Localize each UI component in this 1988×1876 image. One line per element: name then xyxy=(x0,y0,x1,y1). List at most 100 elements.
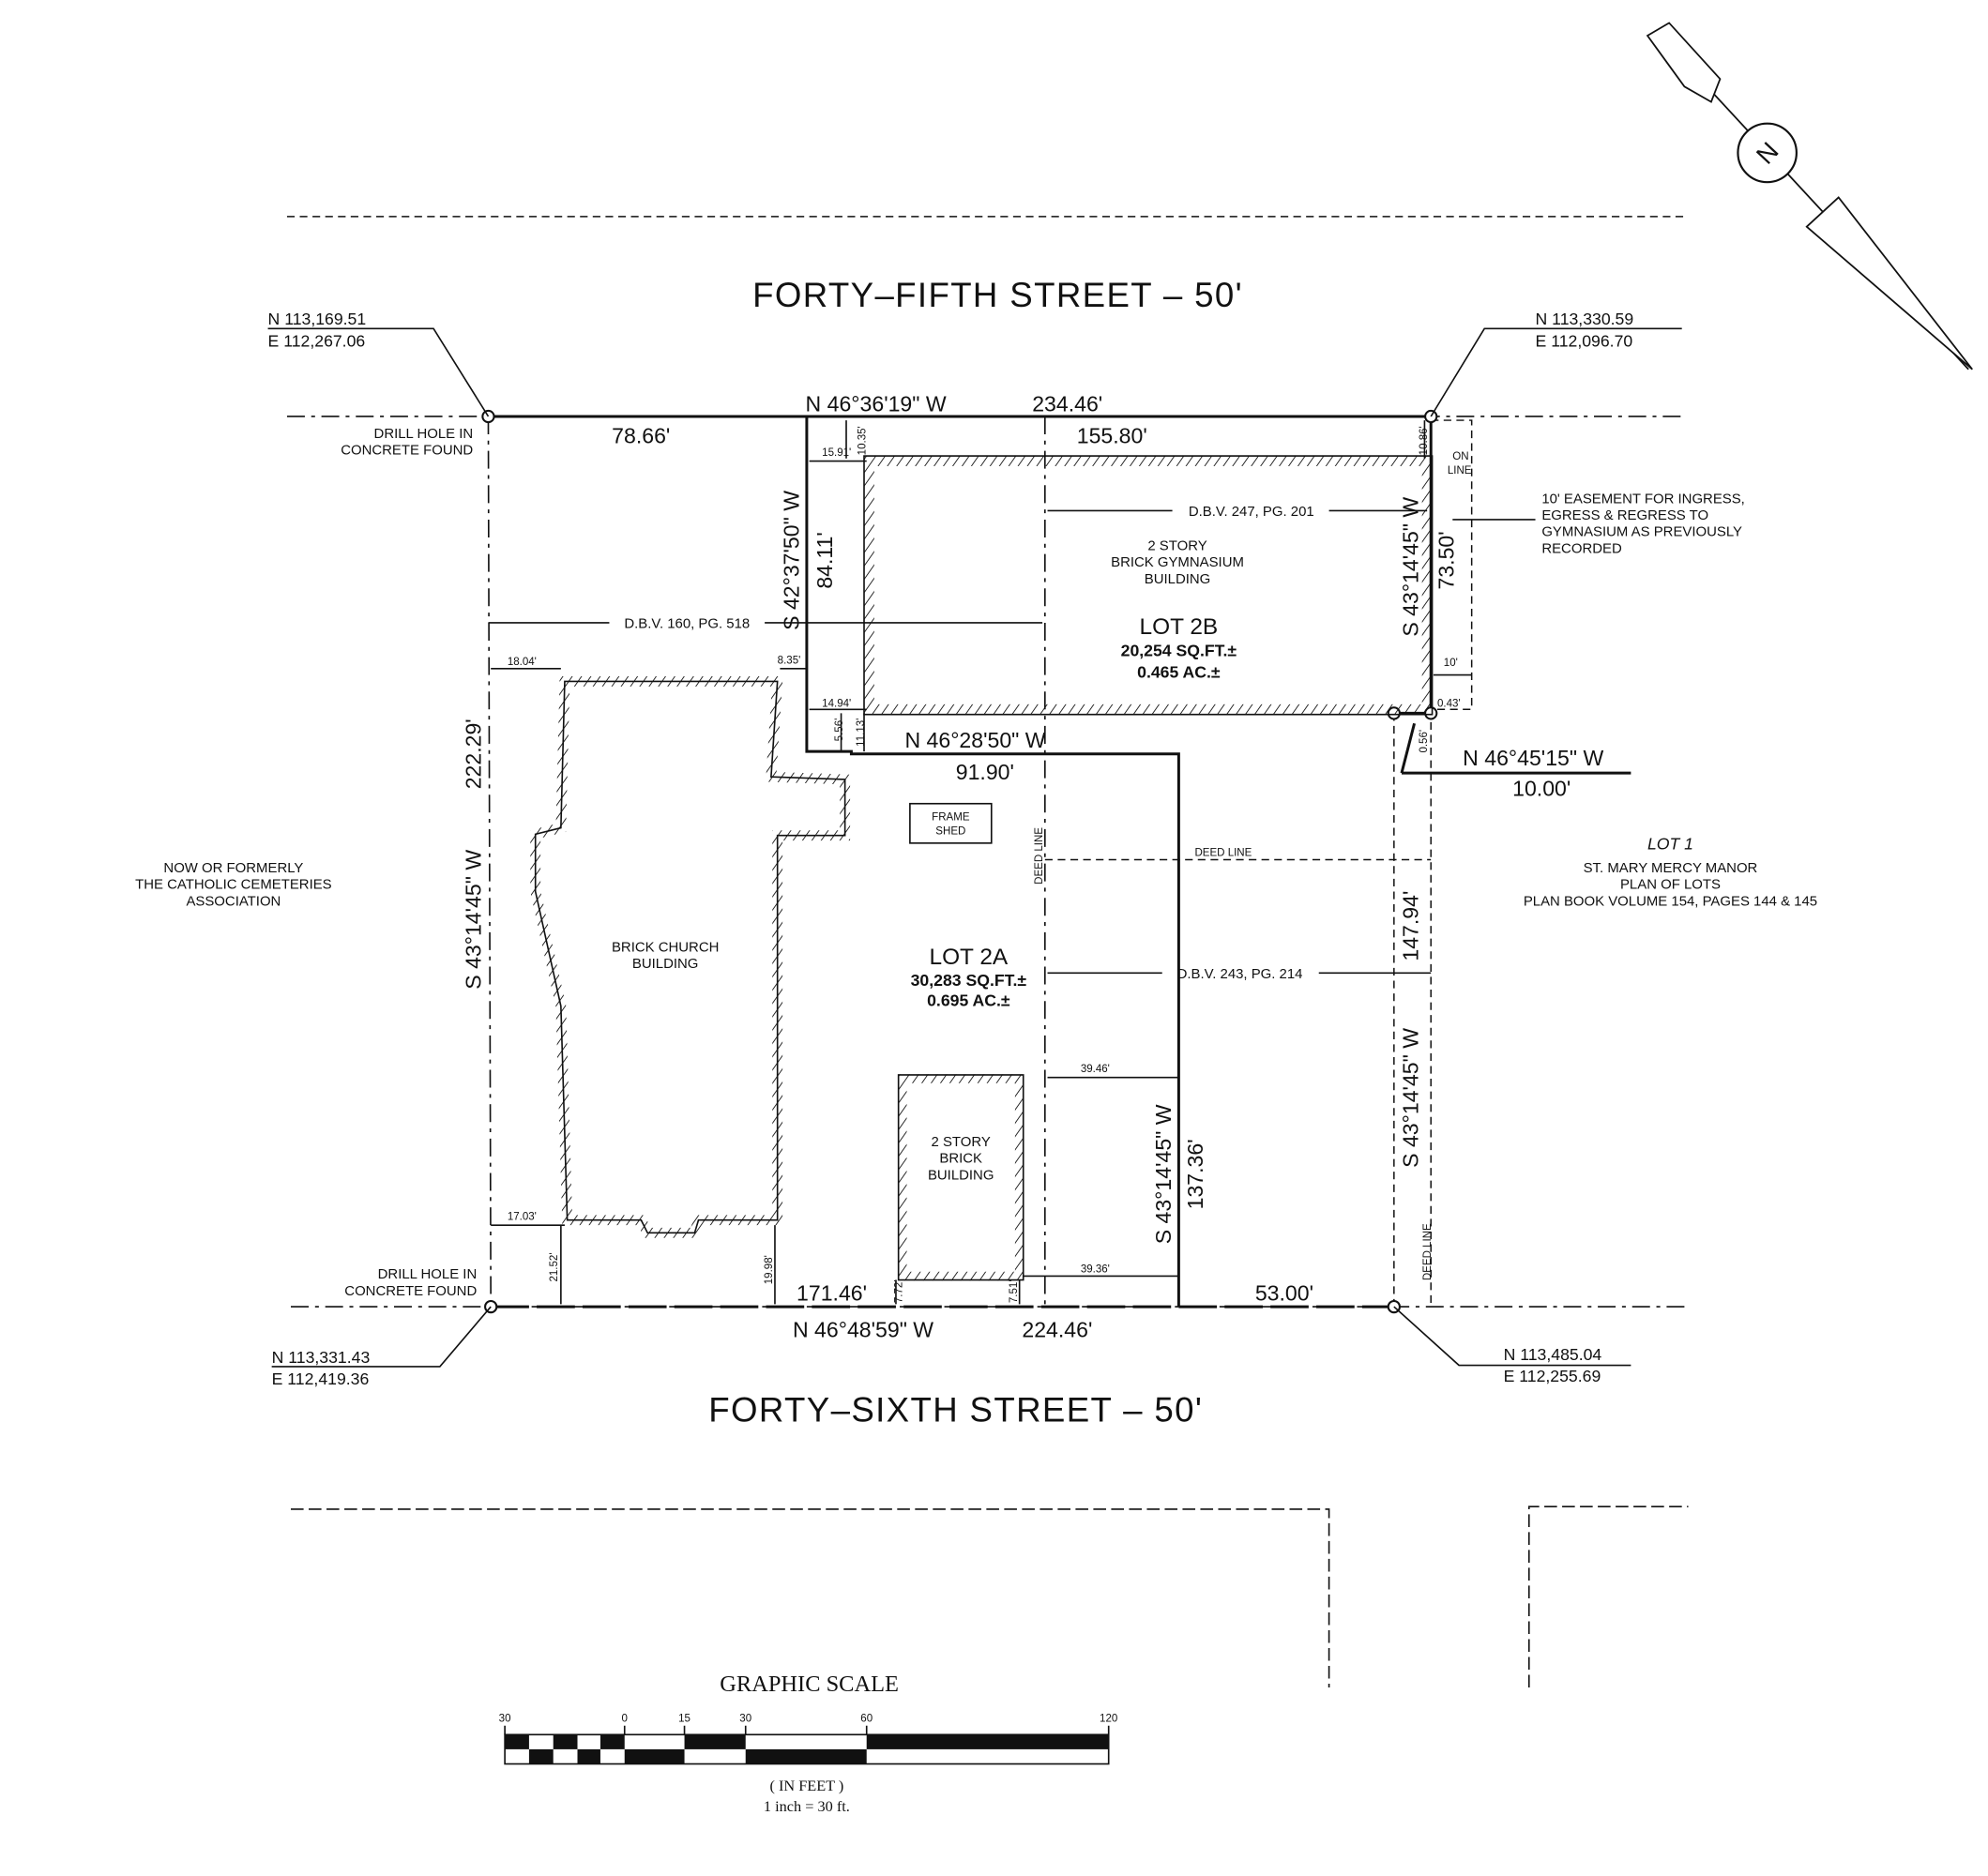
graphic-scale: GRAPHIC SCALE 30 0 15 30 60 120 ( IN FEE… xyxy=(499,1672,1118,1815)
street-line-lower xyxy=(291,1505,1689,1688)
bearing-lot2b-east: S 43°14'45" W xyxy=(1399,497,1423,637)
bearing-west: S 43°14'45" W xyxy=(461,850,485,990)
dim-0-56: 0.56' xyxy=(1419,730,1430,753)
deed-ref-arrows xyxy=(488,509,1432,975)
distance-offset: 10.00' xyxy=(1512,777,1571,801)
distance-lot2b-east: 73.50' xyxy=(1434,531,1459,589)
deed-ref-247: D.B.V. 247, PG. 201 xyxy=(1189,504,1314,520)
church-label-1: BRICK CHURCH xyxy=(612,939,719,955)
dim-10: 10' xyxy=(1444,658,1458,669)
scale-title: GRAPHIC SCALE xyxy=(720,1672,899,1697)
distance-lot2b-west: 84.11' xyxy=(812,532,837,588)
dim-11-13: 11.13' xyxy=(856,719,867,747)
distance-south-seg1: 171.46' xyxy=(797,1280,867,1305)
brick-building-outline xyxy=(897,1074,1024,1281)
distance-west: 222.29' xyxy=(461,719,485,789)
bearing-north: N 46°36'19" W xyxy=(806,392,947,416)
gym-label-3: BUILDING xyxy=(1145,571,1210,587)
scale-tick-label: 30 xyxy=(739,1714,751,1725)
coord-sw-north: N 113,331.43 xyxy=(272,1348,371,1367)
easement-note-1: 10' EASEMENT FOR INGRESS, xyxy=(1541,491,1745,507)
brick-label-2: BRICK xyxy=(939,1151,982,1167)
gym-label-1: 2 STORY xyxy=(1147,538,1206,554)
leader-ne xyxy=(1430,327,1682,417)
monument-note-sw-2: CONCRETE FOUND xyxy=(344,1283,477,1299)
dimension-lines xyxy=(491,420,1472,1305)
scale-tick-label: 0 xyxy=(622,1714,628,1725)
neighbor-west-2: THE CATHOLIC CEMETERIES xyxy=(135,877,332,893)
shed-label-1: FRAME xyxy=(932,811,970,823)
bearing-offset: N 46°45'15" W xyxy=(1463,746,1603,770)
church-outline xyxy=(534,680,846,1234)
neighbor-west-3: ASSOCIATION xyxy=(186,893,281,909)
dim-10-86: 10.86' xyxy=(1419,426,1430,455)
north-arrow-icon: N xyxy=(1646,22,1973,371)
lot-1-name: LOT 1 xyxy=(1647,835,1693,854)
coord-nw-east: E 112,267.06 xyxy=(268,331,366,350)
lot-1-line-3: PLAN BOOK VOLUME 154, PAGES 144 & 145 xyxy=(1524,893,1817,909)
brick-building xyxy=(897,1074,1024,1281)
dim-39-36: 39.36' xyxy=(1081,1263,1110,1275)
leader-sw xyxy=(271,1306,492,1368)
neighbor-west-1: NOW OR FORMERLY xyxy=(163,860,303,876)
dim-14-94: 14.94' xyxy=(822,699,851,710)
lot-2b-name: LOT 2B xyxy=(1140,614,1219,640)
monument-note-nw: DRILL HOLE IN xyxy=(374,426,474,442)
dim-7-72: 7.72' xyxy=(894,1279,905,1303)
distance-north-seg1: 78.66' xyxy=(612,424,670,448)
west-boundary xyxy=(487,416,492,1308)
on-line-label-1: ON xyxy=(1452,451,1468,462)
dim-17-03: 17.03' xyxy=(508,1212,537,1223)
shed-label-2: SHED xyxy=(935,825,965,837)
dim-8-35: 8.35' xyxy=(778,655,801,666)
scale-tick-label: 15 xyxy=(678,1714,690,1725)
lot-2b-acres: 0.465 AC.± xyxy=(1137,662,1221,681)
coord-nw-north: N 113,169.51 xyxy=(268,310,367,328)
dim-39-46: 39.46' xyxy=(1081,1064,1110,1075)
leader-se xyxy=(1393,1306,1631,1367)
lot-2b-sqft: 20,254 SQ.FT.± xyxy=(1121,641,1237,659)
scale-tick-label: 30 xyxy=(499,1714,511,1725)
deed-ref-243: D.B.V. 243, PG. 214 xyxy=(1177,966,1303,982)
coord-ne-north: N 113,330.59 xyxy=(1536,310,1634,328)
dim-5-56: 5.56' xyxy=(834,719,845,742)
street-name-south: FORTY–SIXTH STREET – 50' xyxy=(708,1390,1203,1429)
deed-line-label-v: DEED LINE xyxy=(1034,827,1045,885)
lot-2a-name: LOT 2A xyxy=(929,945,1008,970)
coord-se-north: N 113,485.04 xyxy=(1504,1345,1602,1364)
distance-north-seg2: 155.80' xyxy=(1077,424,1147,448)
bearing-lot2b-west: S 42°37'50" W xyxy=(780,491,804,630)
scale-tick-label: 60 xyxy=(860,1714,873,1725)
scale-units: ( IN FEET ) xyxy=(769,1777,843,1794)
gymnasium-outline xyxy=(863,455,1434,716)
easement-note-2: EGRESS & REGRESS TO xyxy=(1541,507,1708,523)
distance-inner-east: 137.36' xyxy=(1183,1139,1207,1209)
gymnasium-building xyxy=(864,456,1433,715)
lot-1-line-1: ST. MARY MERCY MANOR xyxy=(1584,860,1758,876)
distance-north: 234.46' xyxy=(1032,392,1102,416)
lot-2a-acres: 0.695 AC.± xyxy=(927,991,1010,1010)
dim-0-43: 0.43' xyxy=(1437,699,1461,710)
bearing-inner: N 46°28'50" W xyxy=(904,728,1045,752)
scale-ratio: 1 inch = 30 ft. xyxy=(764,1797,850,1815)
deed-line-label-h: DEED LINE xyxy=(1194,847,1252,858)
on-line-label-2: LINE xyxy=(1448,465,1472,477)
monument-note-sw: DRILL HOLE IN xyxy=(378,1266,478,1282)
street-name-north: FORTY–FIFTH STREET – 50' xyxy=(752,276,1243,314)
dim-19-98: 19.98' xyxy=(764,1255,775,1284)
brick-label-1: 2 STORY xyxy=(932,1134,991,1150)
bearing-inner-east: S 43°14'45" W xyxy=(1151,1104,1176,1244)
lot-1-line-2: PLAN OF LOTS xyxy=(1620,877,1721,893)
distance-south: 224.46' xyxy=(1022,1318,1092,1342)
bearing-east: S 43°14'45" W xyxy=(1399,1028,1423,1168)
distance-east: 147.94' xyxy=(1399,891,1423,961)
lot-division-line xyxy=(805,416,1180,1308)
distance-south-seg2: 53.00' xyxy=(1255,1280,1313,1305)
scale-tick-label: 120 xyxy=(1100,1714,1117,1725)
frame-shed xyxy=(909,802,993,844)
dim-7-51: 7.51' xyxy=(1009,1279,1020,1303)
dim-18-04: 18.04' xyxy=(508,657,537,668)
easement-note-3: GYMNASIUM AS PREVIOUSLY xyxy=(1541,524,1742,540)
coord-sw-east: E 112,419.36 xyxy=(272,1369,370,1388)
